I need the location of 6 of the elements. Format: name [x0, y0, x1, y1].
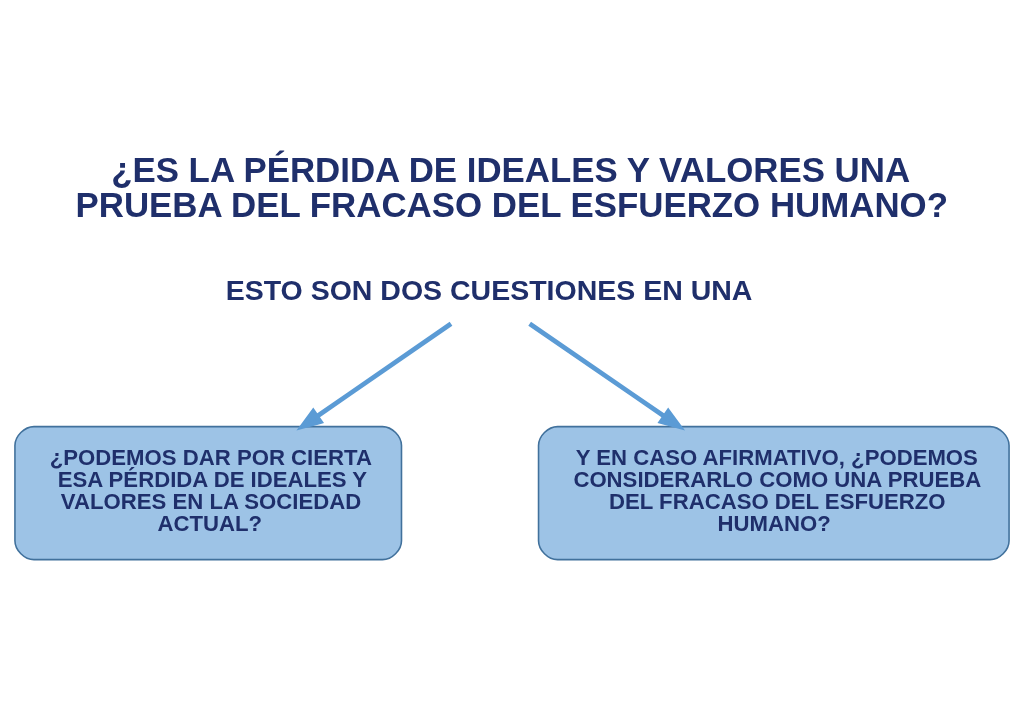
arrow: [296, 321, 453, 431]
node-text: ESTO SON DOS CUESTIONES EN UNA: [225, 274, 753, 307]
diagram-title: ¿ES LA PÉRDIDA DE IDEALES Y VALORES UNA PRUEBA DEL FRACASO DEL ESFUERZO HUMANO?: [75, 149, 948, 224]
arrow: [528, 321, 686, 431]
node-box: Y EN CASO AFIRMATIVO, ¿PODEMOS CONSIDERARLO COMO UNA PRUEBA DEL FRACASO DEL ESFUERZO HUMANO?: [537, 425, 1010, 561]
node-box: ¿PODEMOS DAR POR CIERTA ESA PÉRDIDA DE IDEALES Y VALORES EN LA SOCIEDAD ACTUAL?: [14, 425, 403, 561]
